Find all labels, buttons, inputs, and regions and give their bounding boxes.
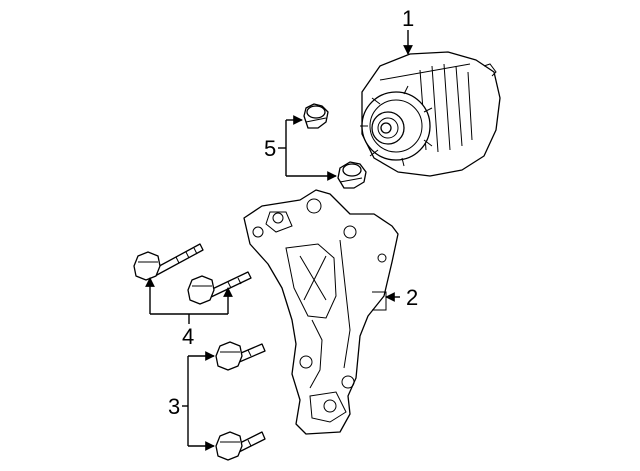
callout-5: 5 [264, 136, 276, 161]
bolt-3b[interactable] [215, 431, 266, 461]
bolt-3a[interactable] [215, 341, 266, 371]
callout-3-bracket [182, 351, 215, 451]
alternator[interactable] [360, 51, 501, 177]
callout-5-bracket [278, 115, 337, 181]
mounting-bracket[interactable] [243, 189, 399, 435]
callout-4-bracket [145, 277, 233, 324]
callout-3: 3 [168, 394, 180, 419]
callout-2: 2 [406, 285, 418, 310]
callout-1: 1 [402, 6, 414, 31]
callout-4: 4 [182, 324, 194, 349]
bolt-4a[interactable] [133, 243, 204, 281]
nut-lower[interactable] [337, 161, 367, 189]
nut-upper[interactable] [303, 103, 329, 129]
bolt-4b[interactable] [187, 271, 252, 305]
